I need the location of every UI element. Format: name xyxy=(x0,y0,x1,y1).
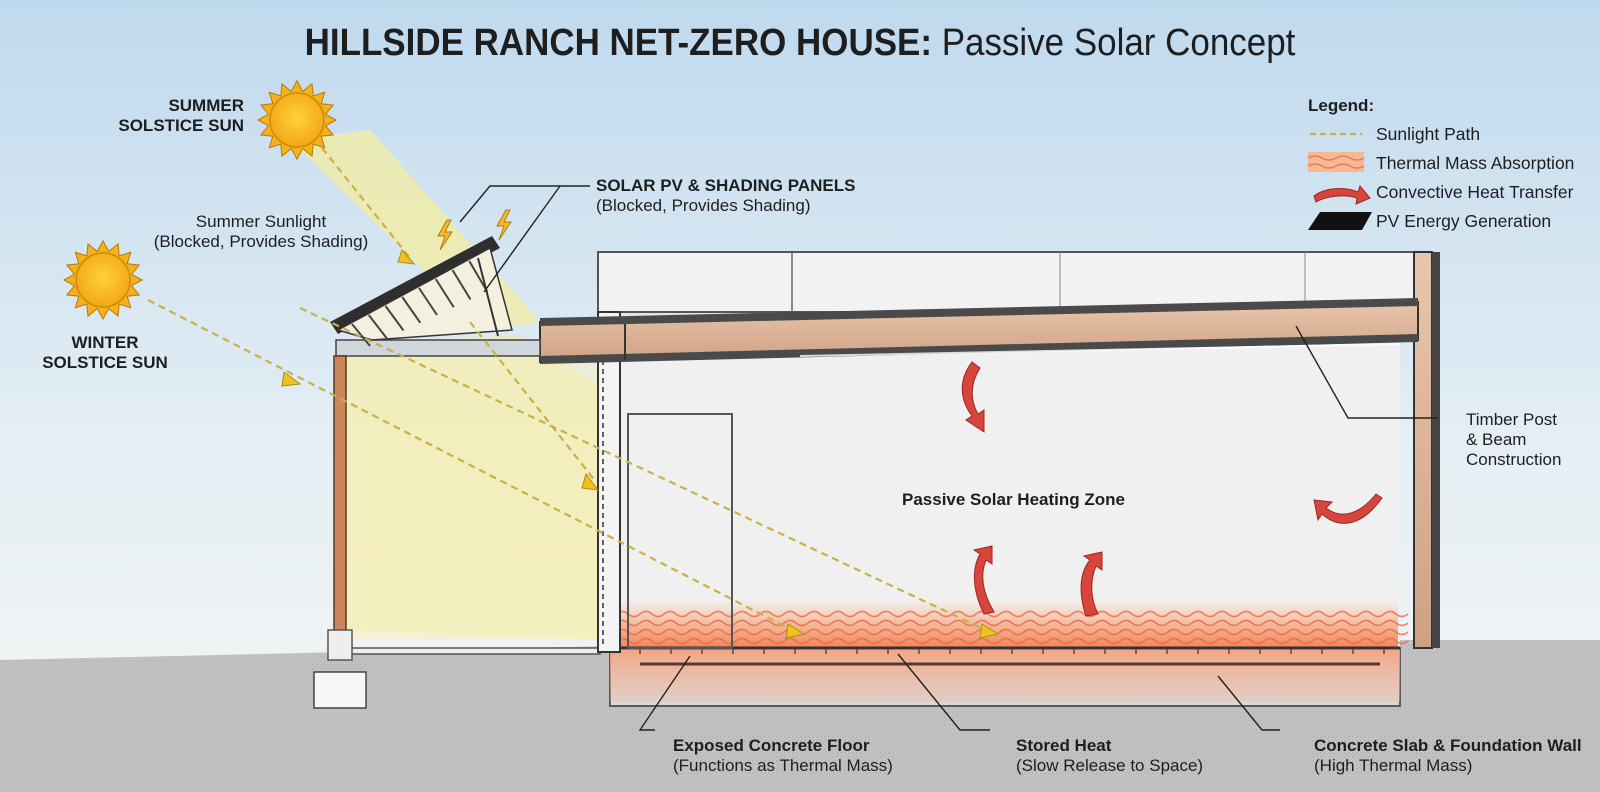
winter-sun-icon xyxy=(62,239,144,321)
summer-sunlight-label: Summer Sunlight (Blocked, Provides Shadi… xyxy=(148,212,374,252)
timber-label-line2: & Beam xyxy=(1466,430,1527,450)
pv-energy-bolt-icon xyxy=(437,209,512,251)
summer-sun-label-line2: SOLSTICE SUN xyxy=(118,116,244,136)
exposed-floor-label-line1: Exposed Concrete Floor xyxy=(673,736,870,755)
summer-sunlight-label-line1: Summer Sunlight xyxy=(195,212,327,231)
ground xyxy=(0,646,610,792)
legend-icons xyxy=(1307,132,1372,230)
winter-sun-label: WINTER SOLSTICE SUN xyxy=(40,333,170,373)
title-bold: HILLSIDE RANCH NET-ZERO HOUSE: xyxy=(304,22,932,64)
timber-label-line3: Construction xyxy=(1466,450,1562,470)
convective-heat-arrow-icon xyxy=(961,361,1383,617)
timber-label: Timber Post & Beam Construction xyxy=(1466,410,1561,470)
winter-sun-label-line1: WINTER xyxy=(71,333,139,352)
page-title: HILLSIDE RANCH NET-ZERO HOUSE: Passive S… xyxy=(64,22,1536,65)
legend-item-pv: PV Energy Generation xyxy=(1376,211,1552,231)
stored-heat-label-line2: (Slow Release to Space) xyxy=(1016,756,1204,776)
solar-pv-label: SOLAR PV & SHADING PANELS (Blocked, Prov… xyxy=(596,176,855,216)
glass-door xyxy=(627,413,733,649)
winter-sun-label-line2: SOLSTICE SUN xyxy=(42,353,168,373)
exposed-floor-label-line2: (Functions as Thermal Mass) xyxy=(673,756,893,776)
slab-label-line2: (High Thermal Mass) xyxy=(1314,756,1473,776)
slab-label: Concrete Slab & Foundation Wall (High Th… xyxy=(1314,736,1582,776)
summer-sunlight-label-line2: (Blocked, Provides Shading) xyxy=(153,232,369,252)
heat-waves xyxy=(615,610,1409,645)
stored-heat-label-line1: Stored Heat xyxy=(1016,736,1112,755)
thermal-mass-band xyxy=(612,600,1398,648)
summer-sun-label: SUMMER SOLSTICE SUN xyxy=(118,96,244,136)
solar-pv-label-line1: SOLAR PV & SHADING PANELS xyxy=(596,176,856,195)
leader-lines xyxy=(459,185,1438,731)
heating-zone-label: Passive Solar Heating Zone xyxy=(902,490,1125,509)
legend-item-convective: Convective Heat Transfer xyxy=(1376,182,1574,202)
timber-label-line1: Timber Post xyxy=(1466,410,1558,429)
legend-title: Legend: xyxy=(1308,96,1375,115)
slab-label-line1: Concrete Slab & Foundation Wall xyxy=(1314,736,1582,755)
legend-item-sunlight: Sunlight Path xyxy=(1376,124,1481,144)
title-light: Passive Solar Concept xyxy=(931,22,1296,64)
sunlight-paths xyxy=(147,147,991,633)
pv-panel xyxy=(330,236,513,347)
summer-sun-icon xyxy=(256,79,338,161)
summer-sun-label-line1: SUMMER xyxy=(168,96,244,115)
legend-item-thermal: Thermal Mass Absorption xyxy=(1376,153,1575,173)
solar-pv-label-line2: (Blocked, Provides Shading) xyxy=(596,196,811,216)
footing xyxy=(313,671,367,709)
exposed-floor-label: Exposed Concrete Floor (Functions as The… xyxy=(673,736,893,776)
house-left-wall xyxy=(597,311,621,653)
stored-heat-label: Stored Heat (Slow Release to Space) xyxy=(1016,736,1203,776)
